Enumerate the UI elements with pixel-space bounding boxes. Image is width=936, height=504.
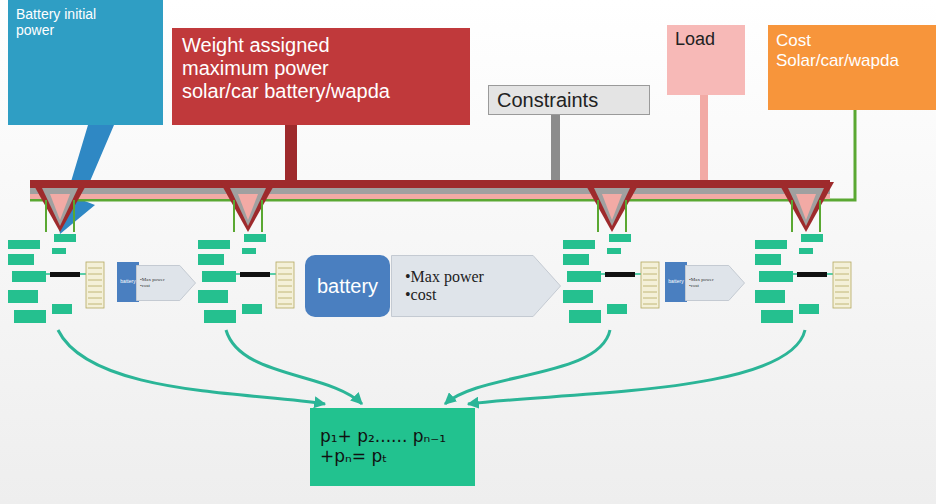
input-box: Cost Solar/car/wapda xyxy=(768,25,936,110)
node-text: battery xyxy=(668,279,683,285)
output-arrow: •Max power•cost xyxy=(391,255,561,317)
node-text: Battery initial power xyxy=(16,6,116,38)
sum-arrow xyxy=(468,330,805,404)
constraints-stem xyxy=(551,115,560,185)
sum-arrow xyxy=(226,330,362,404)
node-text: p₁+ p₂...... pₙ₋₁ +pₙ= pₜ xyxy=(320,427,460,466)
node-text: •cost xyxy=(140,283,150,289)
source-module xyxy=(755,234,851,323)
input-box: Weight assigned maximum power solar/car … xyxy=(172,28,470,125)
node-text: •cost xyxy=(689,283,699,289)
node-text: Cost Solar/car/wapda xyxy=(776,31,911,70)
drop-funnel xyxy=(220,182,276,232)
battery-box: battery xyxy=(665,262,687,302)
input-box: Battery initial power xyxy=(8,0,163,125)
node-text: Constraints xyxy=(497,89,598,112)
node-text: battery xyxy=(120,279,135,285)
drop-funnel xyxy=(32,182,88,232)
weight-stem xyxy=(285,125,297,183)
node-text: •cost xyxy=(405,286,436,304)
bus-band xyxy=(30,180,830,188)
node-text: Load xyxy=(675,29,715,50)
load-stem xyxy=(700,95,708,190)
source-module xyxy=(8,234,104,323)
battery-box: battery xyxy=(305,255,390,317)
node-text: Weight assigned maximum power solar/car … xyxy=(182,34,402,103)
drop-funnel xyxy=(778,182,834,232)
sum-arrow xyxy=(58,330,325,404)
sum-arrow xyxy=(445,330,610,404)
source-module xyxy=(563,234,659,323)
input-box: Constraints xyxy=(488,85,650,115)
battery-box: battery xyxy=(117,262,139,302)
source-module xyxy=(198,234,294,323)
node-text: •Max power xyxy=(140,277,165,283)
node-text: •Max power xyxy=(405,268,484,286)
node-text: •Max power xyxy=(689,277,714,283)
output-arrow: •Max power•cost xyxy=(136,265,196,301)
bus-band xyxy=(30,194,830,199)
node-text: battery xyxy=(317,275,378,298)
input-box: Load xyxy=(667,25,745,95)
bus-band xyxy=(30,188,830,194)
output-arrow: •Max power•cost xyxy=(685,265,745,301)
sum-box: p₁+ p₂...... pₙ₋₁ +pₙ= pₜ xyxy=(310,408,475,486)
drop-funnel xyxy=(584,182,640,232)
